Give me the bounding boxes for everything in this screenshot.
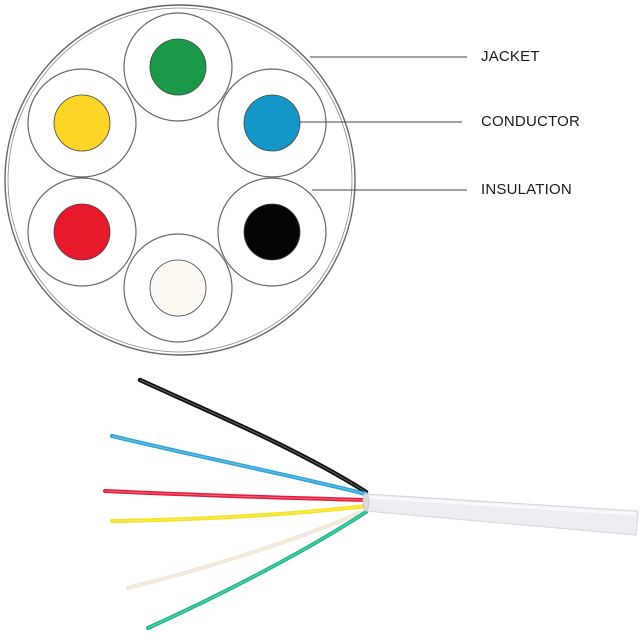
wire-blue bbox=[110, 434, 368, 496]
conductor-yellow bbox=[27, 68, 137, 178]
wire-yellow bbox=[110, 504, 368, 523]
insulation-label: INSULATION bbox=[481, 181, 572, 198]
wire-white bbox=[126, 508, 368, 590]
conductor-green bbox=[123, 12, 233, 122]
conductor-red bbox=[27, 177, 137, 287]
wire-highlight-black bbox=[139, 379, 367, 493]
wire-red bbox=[103, 489, 368, 502]
conductor-core-black bbox=[243, 203, 301, 261]
leader-lines bbox=[300, 56, 467, 191]
wire-highlight-red bbox=[104, 490, 367, 501]
conductor-core-red bbox=[53, 203, 111, 261]
conductor-blue bbox=[217, 68, 327, 178]
conductor-core-green bbox=[149, 38, 207, 96]
conductor-core-yellow bbox=[53, 94, 111, 152]
conductor-white bbox=[123, 233, 233, 343]
wire-highlight-white bbox=[127, 509, 367, 589]
cable-cross-section bbox=[4, 4, 356, 356]
wire-highlight-blue bbox=[111, 435, 367, 495]
jacket-inner-circle bbox=[7, 7, 353, 353]
cable-sheath-end bbox=[362, 492, 370, 512]
wire-highlight-yellow bbox=[111, 505, 367, 522]
cable-illustration bbox=[103, 377, 639, 630]
wire-green bbox=[146, 510, 368, 630]
conductor-core-blue bbox=[243, 94, 301, 152]
conductor-label: CONDUCTOR bbox=[481, 113, 580, 130]
conductor-core-white bbox=[149, 259, 207, 317]
conductor-black bbox=[217, 177, 327, 287]
wire-highlight-green bbox=[147, 511, 367, 629]
wire-black bbox=[137, 377, 369, 495]
jacket-label: JACKET bbox=[481, 48, 540, 65]
cable-sheath-highlight bbox=[367, 495, 637, 516]
